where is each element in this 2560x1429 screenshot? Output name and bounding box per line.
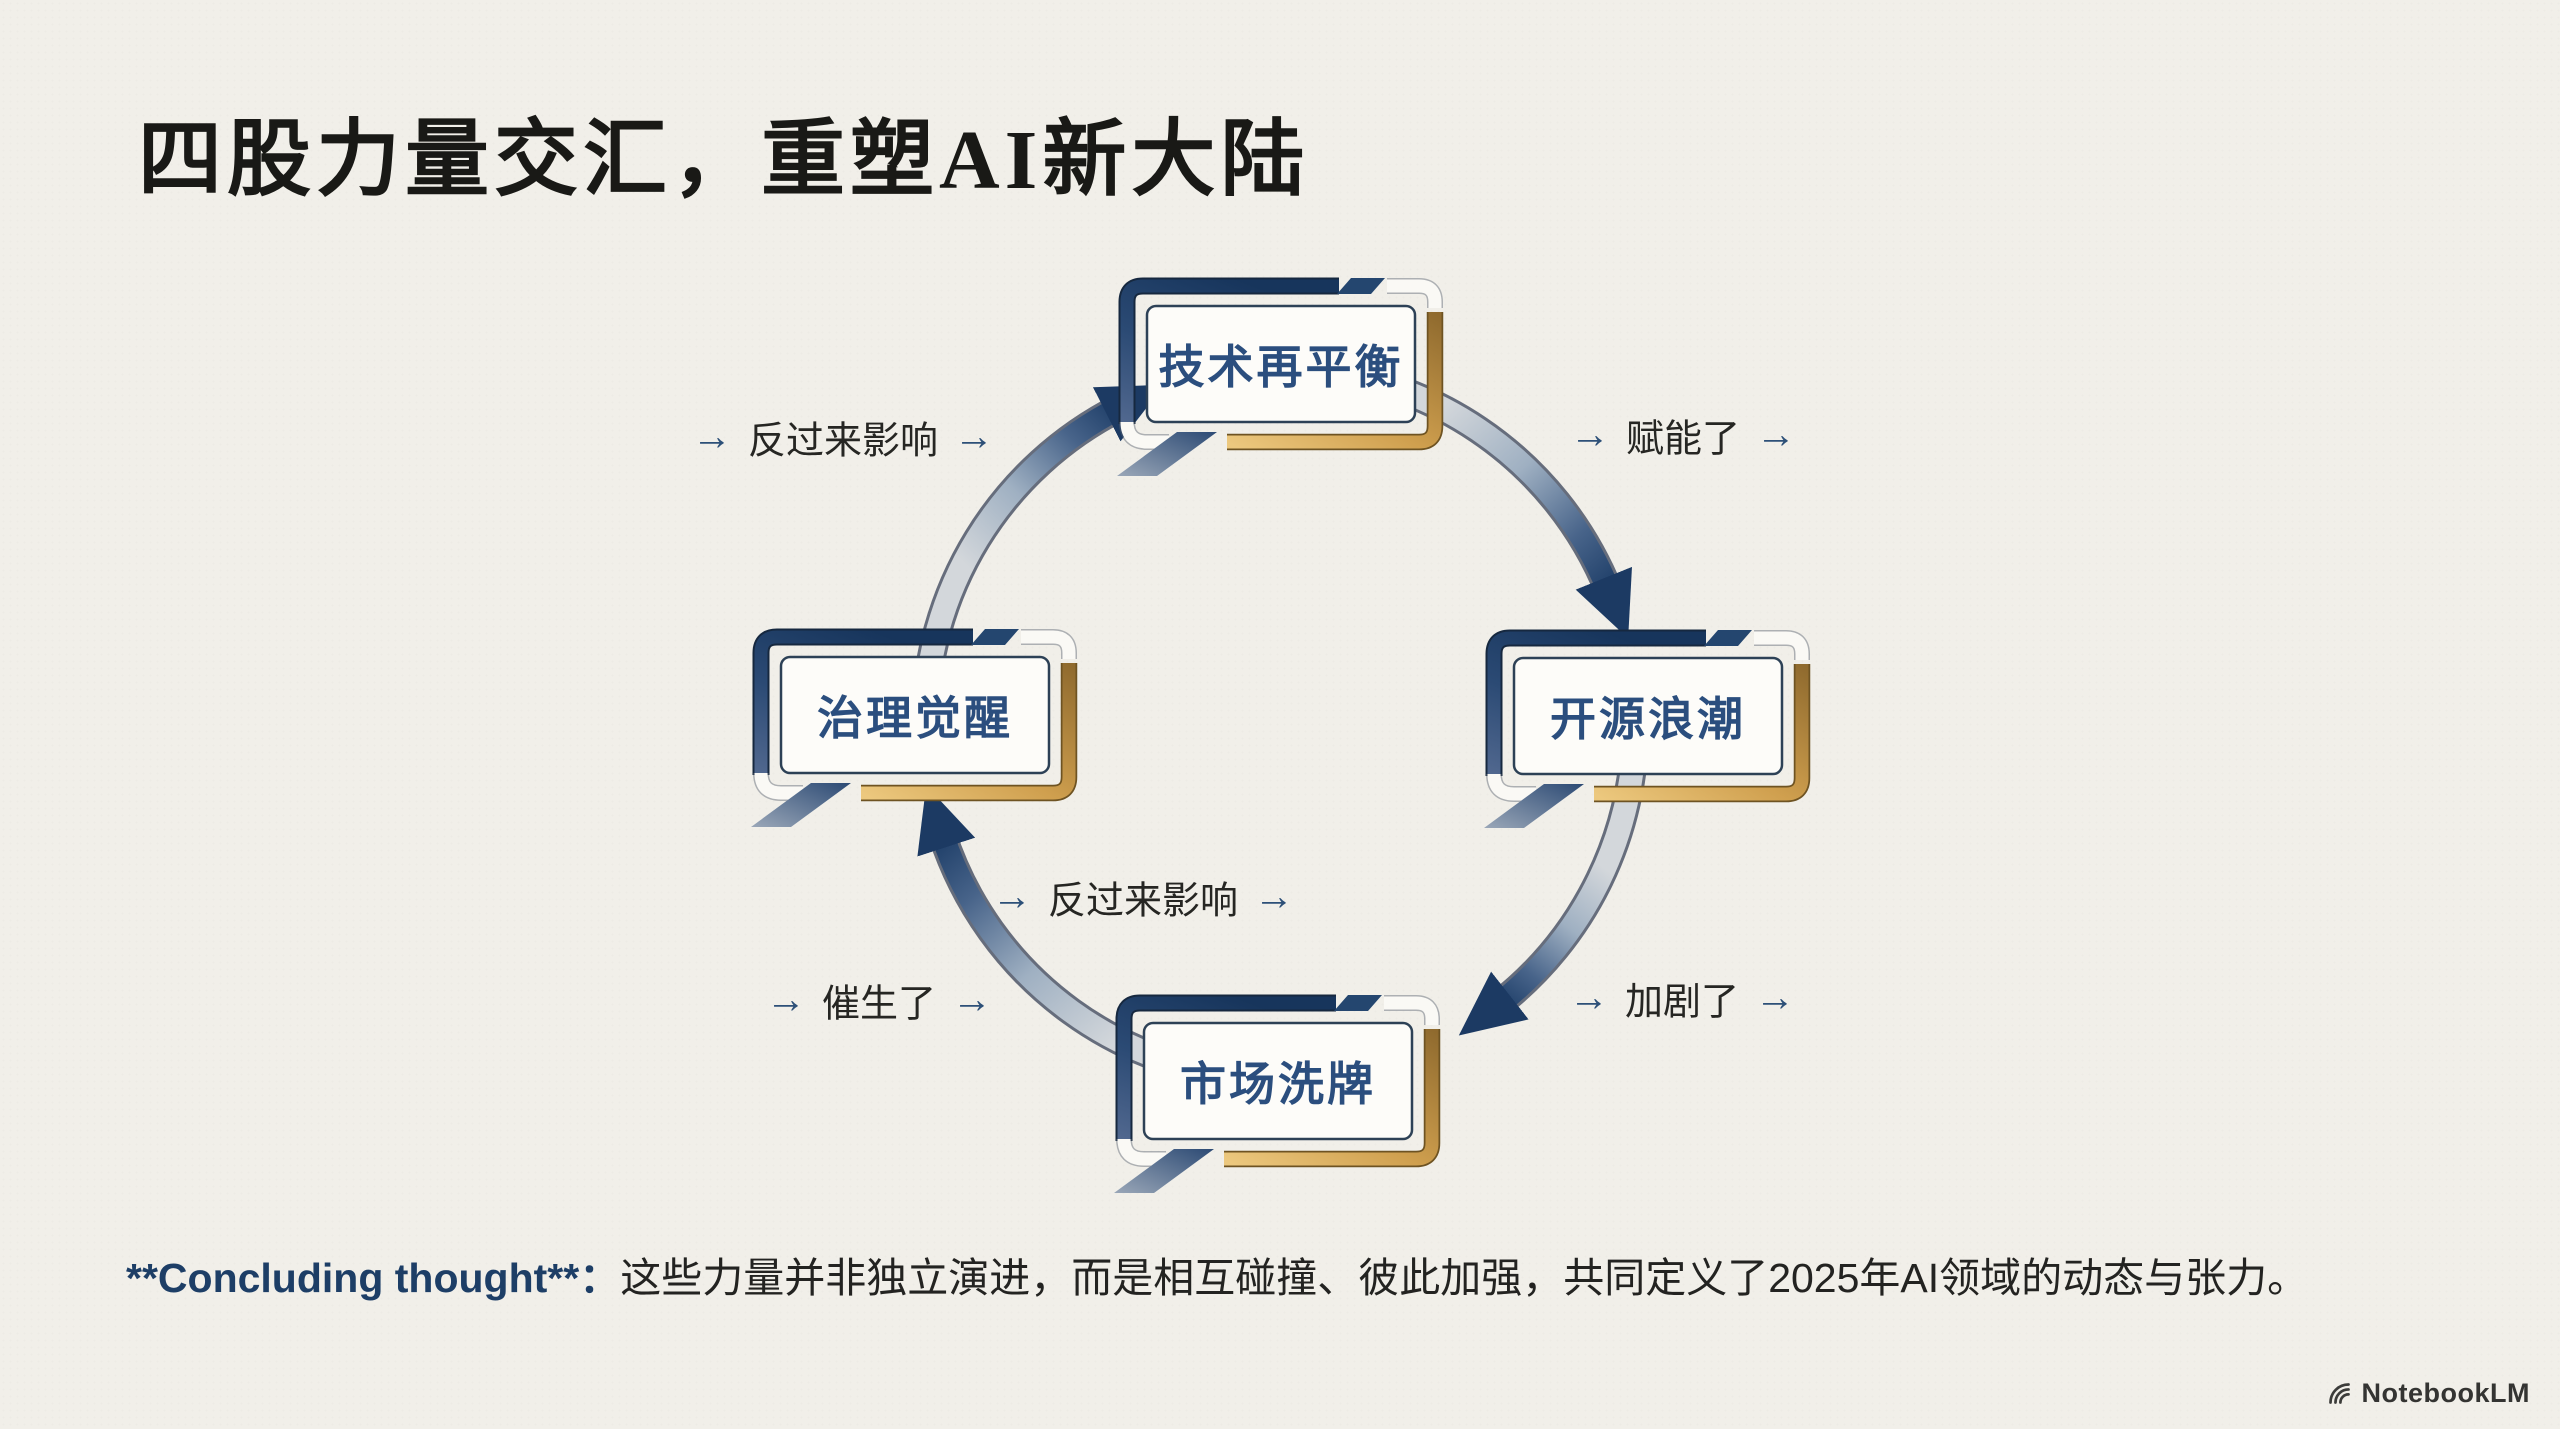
edge-label-text: 反过来影响 <box>1047 880 1239 923</box>
notebooklm-logo-icon <box>2328 1383 2350 1404</box>
conclusion-prefix: **Concluding thought**： <box>126 1255 621 1301</box>
node-label: 开源浪潮 <box>1550 693 1746 745</box>
arrow-glyph: → <box>954 414 995 459</box>
edge-label-reverse-influence-top: → 反过来影响 → <box>692 410 994 465</box>
notebooklm-branding: NotebookLM <box>2326 1378 2530 1409</box>
edge-label-intensified: → 加剧了 → <box>1569 971 1795 1026</box>
arrow-glyph: → <box>1755 975 1796 1020</box>
arrow-glyph: → <box>765 977 806 1022</box>
arrow-glyph: → <box>1254 874 1295 919</box>
node-market-reshuffle: 市场洗牌 <box>1108 993 1448 1193</box>
conclusion-text: 这些力量并非独立演进，而是相互碰撞、彼此加强，共同定义了2025年AI领域的动态… <box>620 1255 2309 1301</box>
arrow-glyph: → <box>1569 412 1610 457</box>
conclusion-line: **Concluding thought**：这些力量并非独立演进，而是相互碰撞… <box>126 1252 2456 1305</box>
arrow-glyph: → <box>1756 412 1797 457</box>
edge-label-text: 赋能了 <box>1625 418 1741 461</box>
arrow-glyph: → <box>991 874 1032 919</box>
edge-label-text: 加剧了 <box>1624 981 1740 1024</box>
edge-label-text: 反过来影响 <box>747 420 939 463</box>
node-label: 市场洗牌 <box>1180 1058 1376 1110</box>
node-label: 技术再平衡 <box>1158 341 1404 393</box>
node-label: 治理觉醒 <box>817 692 1013 744</box>
brand-text: NotebookLM <box>2361 1378 2530 1408</box>
arrow-glyph: → <box>691 414 732 459</box>
edge-label-text: 催生了 <box>821 983 937 1026</box>
edge-label-spawned: → 催生了 → <box>766 973 992 1028</box>
edge-label-reverse-influence-middle: → 反过来影响 → <box>992 870 1294 925</box>
arrow-glyph: → <box>952 977 993 1022</box>
node-tech-rebalance: 技术再平衡 <box>1111 276 1451 476</box>
arrow-glyph: → <box>1568 975 1609 1020</box>
node-governance-awakening: 治理觉醒 <box>745 627 1085 827</box>
node-opensource-wave: 开源浪潮 <box>1478 628 1818 828</box>
edge-label-empowered: → 赋能了 → <box>1570 408 1796 463</box>
page-title: 四股力量交汇，重塑AI新大陆 <box>138 114 1310 207</box>
